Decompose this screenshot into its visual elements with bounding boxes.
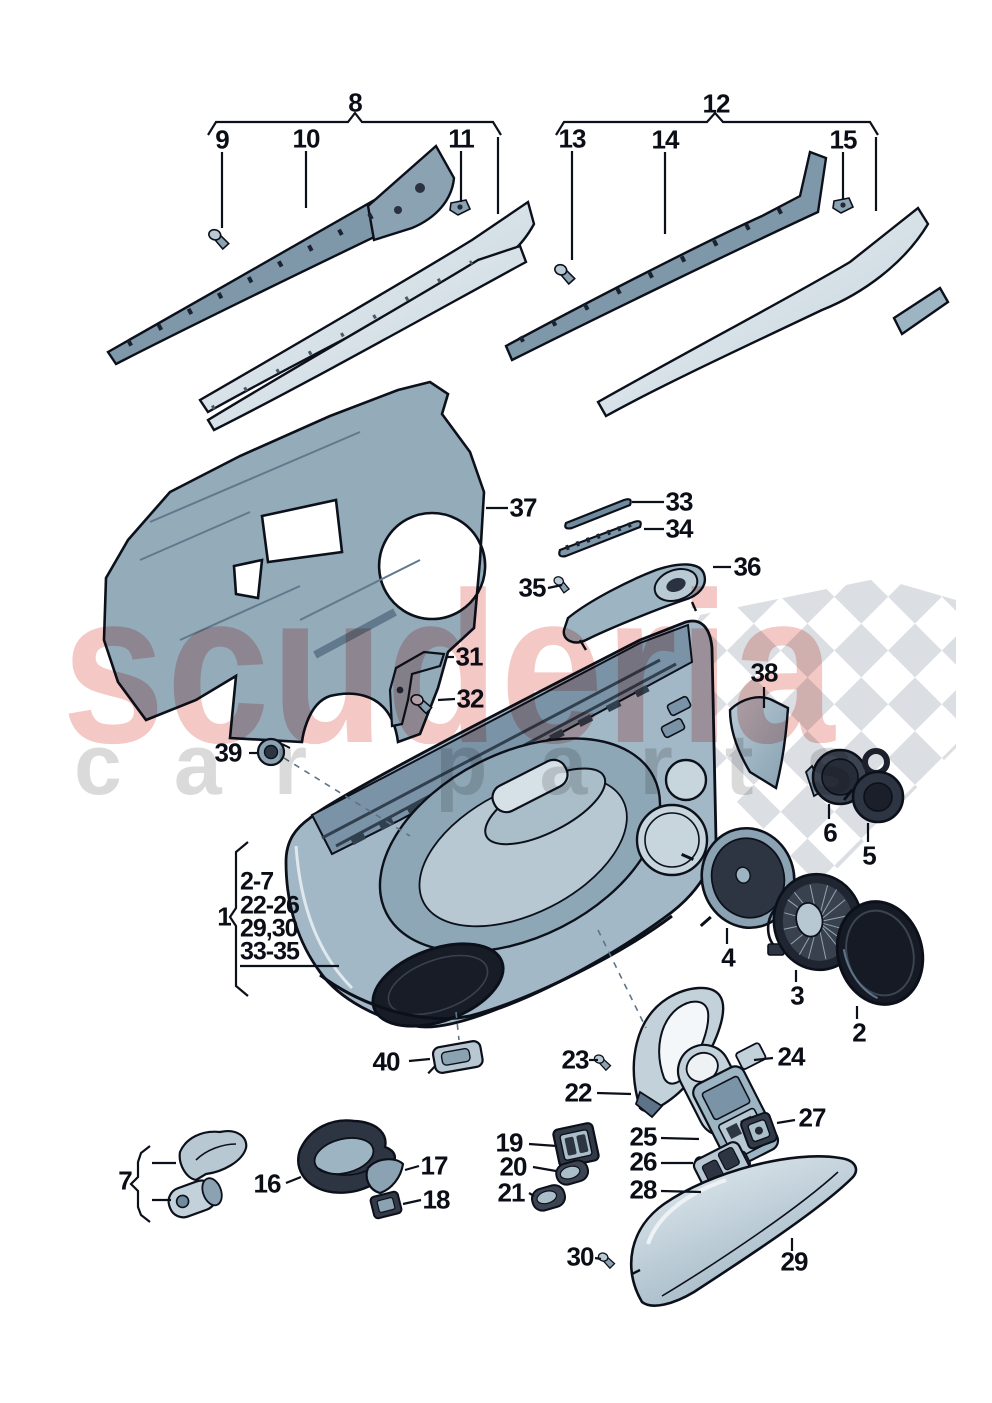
handle-trim-17 bbox=[365, 1158, 405, 1195]
switch-18 bbox=[369, 1190, 403, 1220]
dashed-leader-lines bbox=[283, 757, 647, 1041]
callout-7: 7 bbox=[118, 1165, 133, 1196]
panel-note-line-2: 22-26 bbox=[240, 891, 300, 920]
callout-4: 4 bbox=[721, 942, 736, 973]
window-trim-strips-left bbox=[106, 144, 536, 432]
door-trim-panel bbox=[284, 619, 718, 1029]
callout-34: 34 bbox=[665, 513, 694, 544]
button-21 bbox=[530, 1184, 567, 1212]
callout-1: 1 bbox=[217, 901, 232, 932]
panel-note-line-1: 2-7 bbox=[240, 867, 274, 896]
callout-36: 36 bbox=[733, 551, 762, 582]
callout-31: 31 bbox=[455, 641, 484, 672]
switch-19 bbox=[552, 1122, 600, 1168]
callout-40: 40 bbox=[372, 1046, 401, 1077]
callout-37: 37 bbox=[509, 492, 538, 523]
speaker-6 bbox=[804, 748, 869, 806]
callout-22: 22 bbox=[564, 1077, 593, 1108]
grip-trim-22 bbox=[632, 986, 725, 1119]
trim-strip-33 bbox=[564, 498, 632, 530]
armrest-29 bbox=[629, 1155, 858, 1307]
callout-32: 32 bbox=[456, 683, 485, 714]
panel-note-line-4: 33-35 bbox=[240, 937, 300, 966]
handle-cylinder-7b bbox=[167, 1177, 223, 1219]
switch-27 bbox=[740, 1111, 778, 1150]
speaker-4 bbox=[681, 826, 796, 930]
callout-15: 15 bbox=[829, 124, 858, 155]
callout-5: 5 bbox=[862, 840, 877, 871]
callout-6: 6 bbox=[823, 817, 838, 848]
callout-33: 33 bbox=[665, 486, 694, 517]
callout-29: 29 bbox=[780, 1246, 809, 1277]
bracket-31 bbox=[388, 650, 446, 728]
callout-23: 23 bbox=[561, 1044, 590, 1075]
panel-note-line-3: 29,30 bbox=[240, 914, 299, 943]
callout-12: 12 bbox=[702, 88, 731, 119]
window-trim-strips-right bbox=[504, 150, 950, 418]
callout-20: 20 bbox=[499, 1151, 528, 1182]
callout-18: 18 bbox=[422, 1184, 451, 1215]
callout-8: 8 bbox=[348, 87, 363, 118]
mirror-triangle-cover-38 bbox=[728, 696, 790, 790]
callout-27: 27 bbox=[798, 1102, 827, 1133]
tweeter-5 bbox=[842, 748, 905, 824]
handle-cover-7a bbox=[178, 1130, 248, 1182]
callout-17: 17 bbox=[420, 1150, 449, 1181]
speaker-grille-2 bbox=[835, 900, 925, 1006]
callout-25: 25 bbox=[629, 1121, 658, 1152]
callout-10: 10 bbox=[292, 123, 321, 154]
callout-19: 19 bbox=[495, 1127, 524, 1158]
callout-16: 16 bbox=[253, 1168, 282, 1199]
button-20 bbox=[555, 1159, 590, 1186]
door-insulation-panel bbox=[102, 380, 487, 744]
callout-2: 2 bbox=[852, 1017, 867, 1048]
callout-9: 9 bbox=[215, 124, 230, 155]
callout-13: 13 bbox=[558, 123, 587, 154]
callout-38: 38 bbox=[750, 657, 779, 688]
callout-26: 26 bbox=[629, 1146, 658, 1177]
callout-14: 14 bbox=[651, 124, 680, 155]
callout-30: 30 bbox=[566, 1241, 595, 1272]
callout-28: 28 bbox=[629, 1174, 658, 1205]
leader-lines bbox=[129, 111, 879, 1261]
callout-11: 11 bbox=[448, 123, 474, 154]
grommet-39 bbox=[256, 737, 291, 767]
storage-lid-40 bbox=[427, 1040, 484, 1075]
door-pull-handle-36 bbox=[562, 563, 707, 651]
callout-35: 35 bbox=[518, 572, 547, 603]
gasket-strip-34 bbox=[558, 520, 642, 558]
callout-24: 24 bbox=[777, 1041, 806, 1072]
callout-3: 3 bbox=[790, 980, 805, 1011]
callout-21: 21 bbox=[497, 1177, 526, 1208]
callout-39: 39 bbox=[214, 737, 243, 768]
